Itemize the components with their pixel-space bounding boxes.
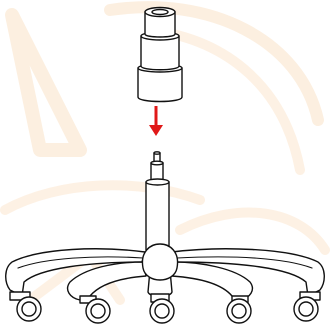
caster-wheel [293,291,321,322]
gas-lift-cover [137,6,183,103]
caster-wheel [226,295,252,324]
caster-wheel [79,295,111,324]
gas-lift-cylinder [145,151,170,251]
caster-wheel [9,291,42,322]
leg-edge [176,256,313,269]
caster-wheel [149,293,175,324]
caster-group [9,291,321,324]
down-arrow-icon [149,106,163,136]
star-base [5,243,325,301]
leg-edge [17,256,144,269]
